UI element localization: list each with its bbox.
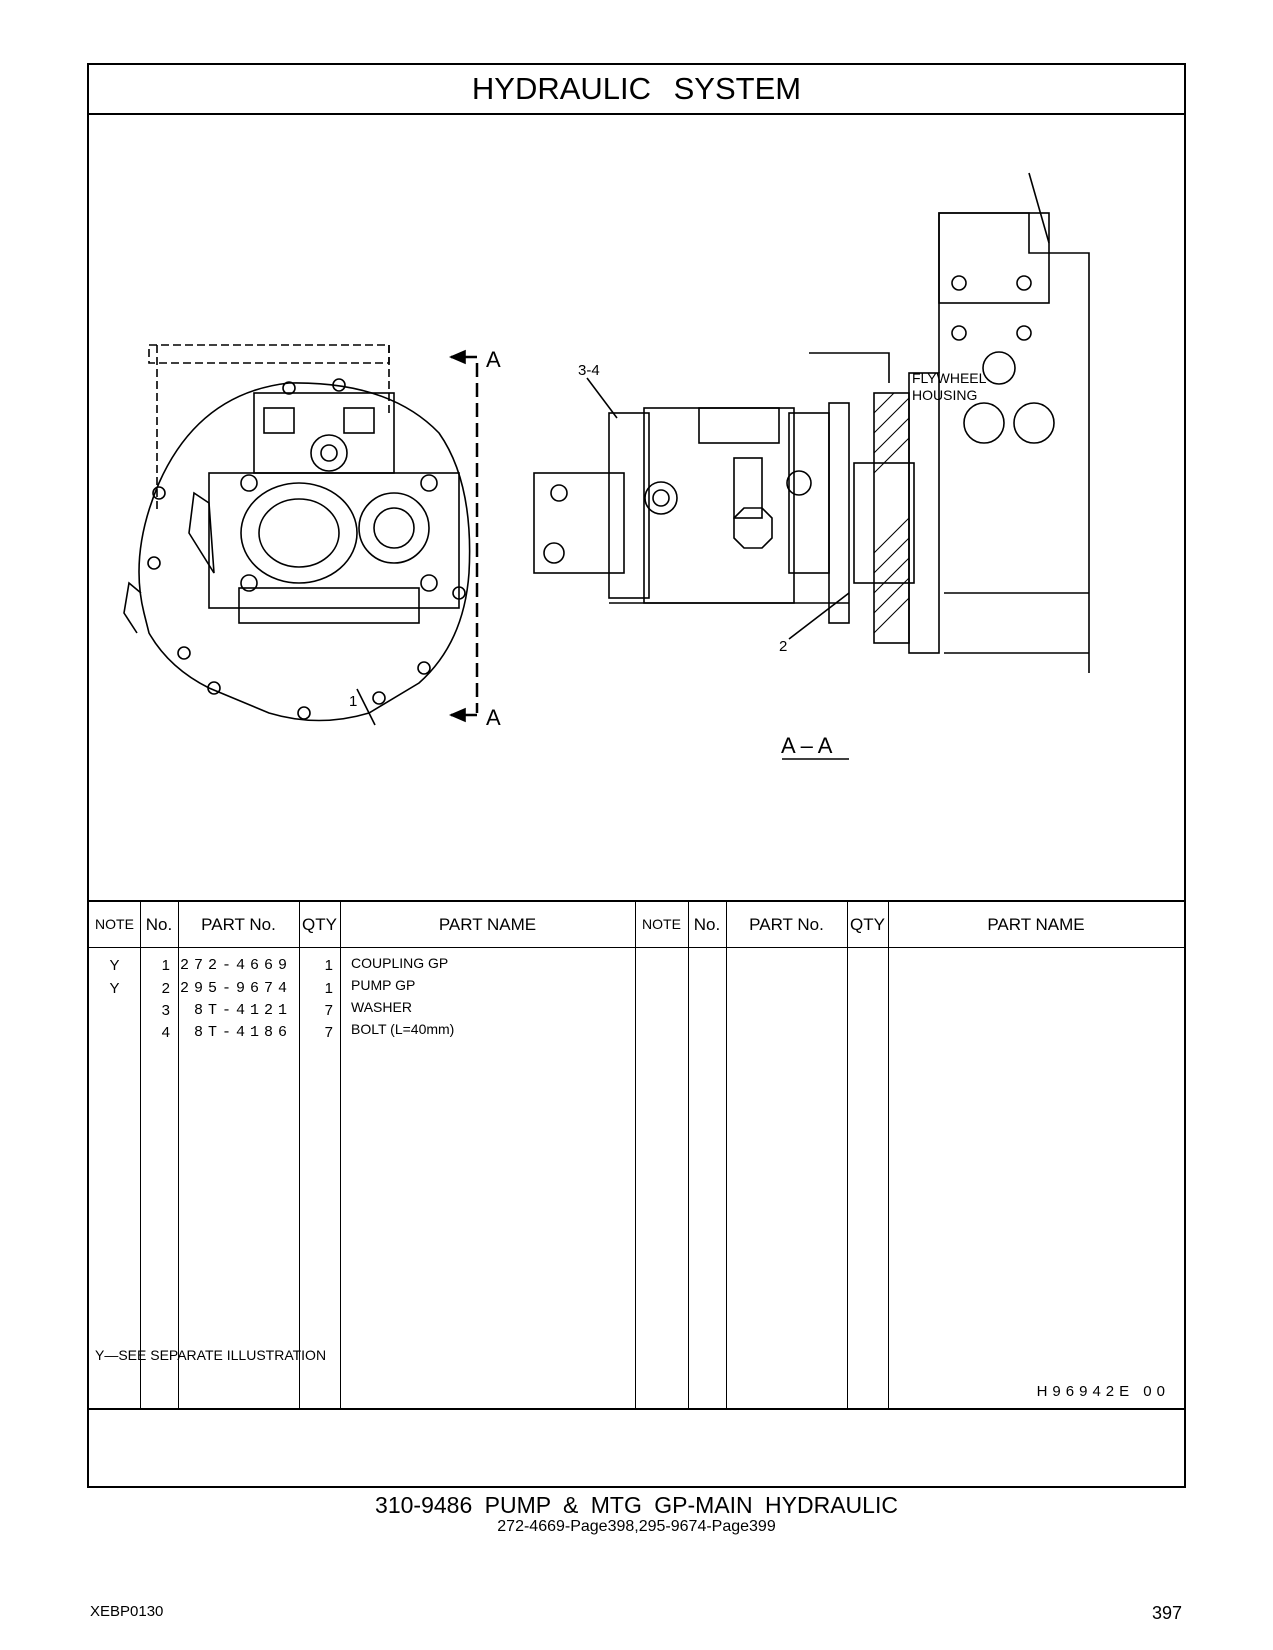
- parts-illustration: A A 3-4 1 2 FLYWHEEL HOUSING A – A: [89, 113, 1184, 900]
- row-3-no: 3: [161, 1002, 170, 1019]
- section-label: A – A: [781, 733, 833, 758]
- document-id: XEBP0130: [90, 1603, 164, 1620]
- row-1-part-no: 272-4669: [179, 957, 292, 974]
- header-note-right: NOTE: [642, 916, 681, 932]
- row-2-note: Y: [109, 980, 120, 997]
- header-qty-left: QTY: [302, 915, 337, 934]
- row-4-no: 4: [161, 1024, 170, 1041]
- callout-2: 3-4: [578, 362, 600, 379]
- pump-front-view: [123, 344, 471, 722]
- header-no-left: No.: [145, 915, 173, 934]
- row-4-qty: 7: [324, 1024, 333, 1041]
- flywheel-label-line1: FLYWHEEL: [912, 370, 987, 386]
- flywheel-label-line2: HOUSING: [912, 387, 977, 403]
- row-1-name: COUPLING GP: [351, 955, 449, 971]
- pump-side-view: [533, 172, 1090, 673]
- callout-3-4: 1: [349, 693, 357, 710]
- parts-page-frame: HYDRAULIC SYSTEM: [87, 63, 1186, 1488]
- row-2-part-no: 295-9674: [179, 980, 292, 997]
- header-part-no-right: PART No.: [749, 915, 824, 934]
- header-part-name-left: PART NAME: [438, 915, 537, 934]
- page-number: 397: [1151, 1603, 1182, 1623]
- header-note-left: NOTE: [95, 916, 134, 932]
- header-qty-right: QTY: [850, 915, 885, 934]
- row-3-part-no: 8T-4121: [193, 1002, 292, 1019]
- illustration-code: H96942E 00: [1036, 1383, 1170, 1400]
- caption-title: 310-9486 PUMP & MTG GP-MAIN HYDRAULIC: [375, 1492, 898, 1518]
- header-part-no-left: PART No.: [201, 915, 276, 934]
- table-header: NOTE No. PART No. QTY PART NAME NOTE No.…: [89, 902, 1184, 948]
- row-3-note: [89, 999, 140, 1022]
- pump-drawing: A A 3-4 1 2 FLYWHEEL HOUSING A – A: [123, 172, 1090, 760]
- caption-references: 272-4669-Page398,295-9674-Page399: [497, 1518, 776, 1535]
- row-4-note: [89, 1021, 140, 1044]
- row-4-part-no: 8T-4186: [193, 1024, 292, 1041]
- row-3-name: WASHER: [351, 999, 412, 1015]
- row-1-note: Y: [109, 957, 120, 974]
- row-2-qty: 1: [324, 980, 333, 997]
- row-1-qty: 1: [324, 957, 333, 974]
- row-2-no: 2: [161, 980, 170, 997]
- row-2-name: PUMP GP: [351, 977, 416, 993]
- section-mark-top: A: [486, 347, 501, 372]
- parts-table: NOTE No. PART No. QTY PART NAME NOTE No.…: [89, 900, 1184, 1410]
- footnote: Y—SEE SEPARATE ILLUSTRATION: [95, 1347, 327, 1363]
- row-4-name: BOLT (L=40mm): [351, 1021, 455, 1037]
- header-part-name-right: PART NAME: [987, 915, 1085, 934]
- header-no-right: No.: [693, 915, 721, 934]
- row-3-qty: 7: [324, 1002, 333, 1019]
- section-mark-bottom: A: [486, 705, 501, 730]
- row-1-no: 1: [161, 957, 170, 974]
- callout-1: 2: [779, 638, 787, 655]
- page-title: HYDRAULIC SYSTEM: [89, 65, 1184, 115]
